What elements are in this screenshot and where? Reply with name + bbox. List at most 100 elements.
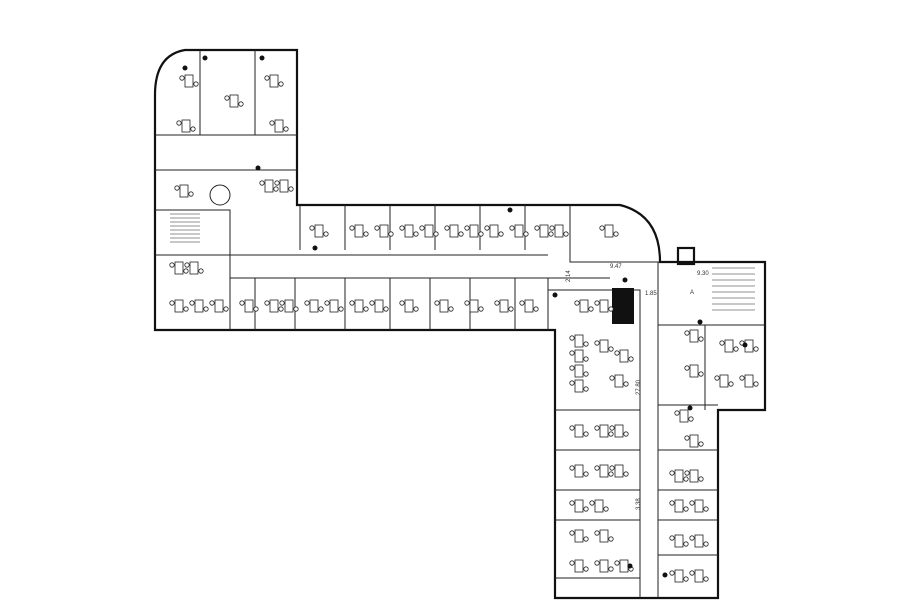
desk xyxy=(354,224,364,238)
chair xyxy=(523,231,529,237)
chair xyxy=(574,300,580,306)
chair xyxy=(583,386,589,392)
chair xyxy=(188,191,194,197)
chair xyxy=(608,536,614,542)
chair xyxy=(349,225,355,231)
chair xyxy=(399,225,405,231)
plant xyxy=(687,405,693,411)
desk xyxy=(599,464,609,478)
chair xyxy=(309,225,315,231)
chair xyxy=(728,381,734,387)
desk xyxy=(469,299,479,313)
chair xyxy=(614,560,620,566)
desk xyxy=(539,224,549,238)
plant xyxy=(255,165,261,171)
chair xyxy=(399,300,405,306)
chair xyxy=(628,356,634,362)
plant xyxy=(552,292,558,298)
stairs xyxy=(170,184,755,311)
chair xyxy=(609,465,615,471)
chair xyxy=(684,330,690,336)
desk xyxy=(179,184,189,198)
chair xyxy=(413,306,419,312)
chair xyxy=(594,530,600,536)
chair xyxy=(288,186,294,192)
desk xyxy=(604,224,614,238)
chair xyxy=(753,381,759,387)
chair xyxy=(684,435,690,441)
chair xyxy=(534,225,540,231)
desk xyxy=(574,559,584,573)
desk xyxy=(269,299,279,313)
chair xyxy=(594,465,600,471)
desk xyxy=(309,299,319,313)
plant xyxy=(697,319,703,325)
desk xyxy=(579,299,589,313)
chair xyxy=(698,336,704,342)
desk xyxy=(314,224,324,238)
chair xyxy=(698,476,704,482)
plant xyxy=(622,277,628,283)
desk xyxy=(194,299,204,313)
chair xyxy=(703,541,709,547)
desk xyxy=(524,299,534,313)
chair xyxy=(569,380,575,386)
chair xyxy=(583,506,589,512)
desk xyxy=(574,529,584,543)
chair xyxy=(683,506,689,512)
desk xyxy=(489,224,499,238)
chair xyxy=(669,570,675,576)
chair xyxy=(563,231,569,237)
desk xyxy=(574,349,584,363)
desk xyxy=(404,224,414,238)
chair xyxy=(608,346,614,352)
desk xyxy=(574,334,584,348)
desk xyxy=(244,299,254,313)
chair xyxy=(458,231,464,237)
chair xyxy=(519,300,525,306)
desk xyxy=(374,299,384,313)
chair xyxy=(608,566,614,572)
desk xyxy=(329,299,339,313)
chair xyxy=(278,81,284,87)
chair xyxy=(508,306,514,312)
chair xyxy=(623,381,629,387)
chair xyxy=(703,506,709,512)
desk xyxy=(614,424,624,438)
chair xyxy=(478,231,484,237)
desk xyxy=(449,224,459,238)
desk xyxy=(694,534,704,548)
desk xyxy=(599,339,609,353)
plant xyxy=(507,207,513,213)
chair xyxy=(703,576,709,582)
chair xyxy=(608,306,614,312)
chair xyxy=(174,185,180,191)
chair xyxy=(448,306,454,312)
desk xyxy=(354,299,364,313)
desk xyxy=(674,534,684,548)
chair xyxy=(623,471,629,477)
chair xyxy=(669,500,675,506)
desk xyxy=(674,569,684,583)
chair xyxy=(259,180,265,186)
chair xyxy=(253,306,259,312)
desk xyxy=(614,464,624,478)
desk xyxy=(574,379,584,393)
chair xyxy=(739,375,745,381)
desk xyxy=(404,299,414,313)
chair xyxy=(363,231,369,237)
desk xyxy=(724,339,734,353)
chair xyxy=(589,500,595,506)
chair xyxy=(318,306,324,312)
chair xyxy=(304,300,310,306)
chair xyxy=(594,425,600,431)
chair xyxy=(269,120,275,126)
chair xyxy=(569,530,575,536)
plant xyxy=(662,572,668,578)
desk xyxy=(174,299,184,313)
chair xyxy=(169,262,175,268)
chair xyxy=(623,431,629,437)
chair xyxy=(509,225,515,231)
elevator-shaft xyxy=(676,246,696,266)
chair xyxy=(698,371,704,377)
